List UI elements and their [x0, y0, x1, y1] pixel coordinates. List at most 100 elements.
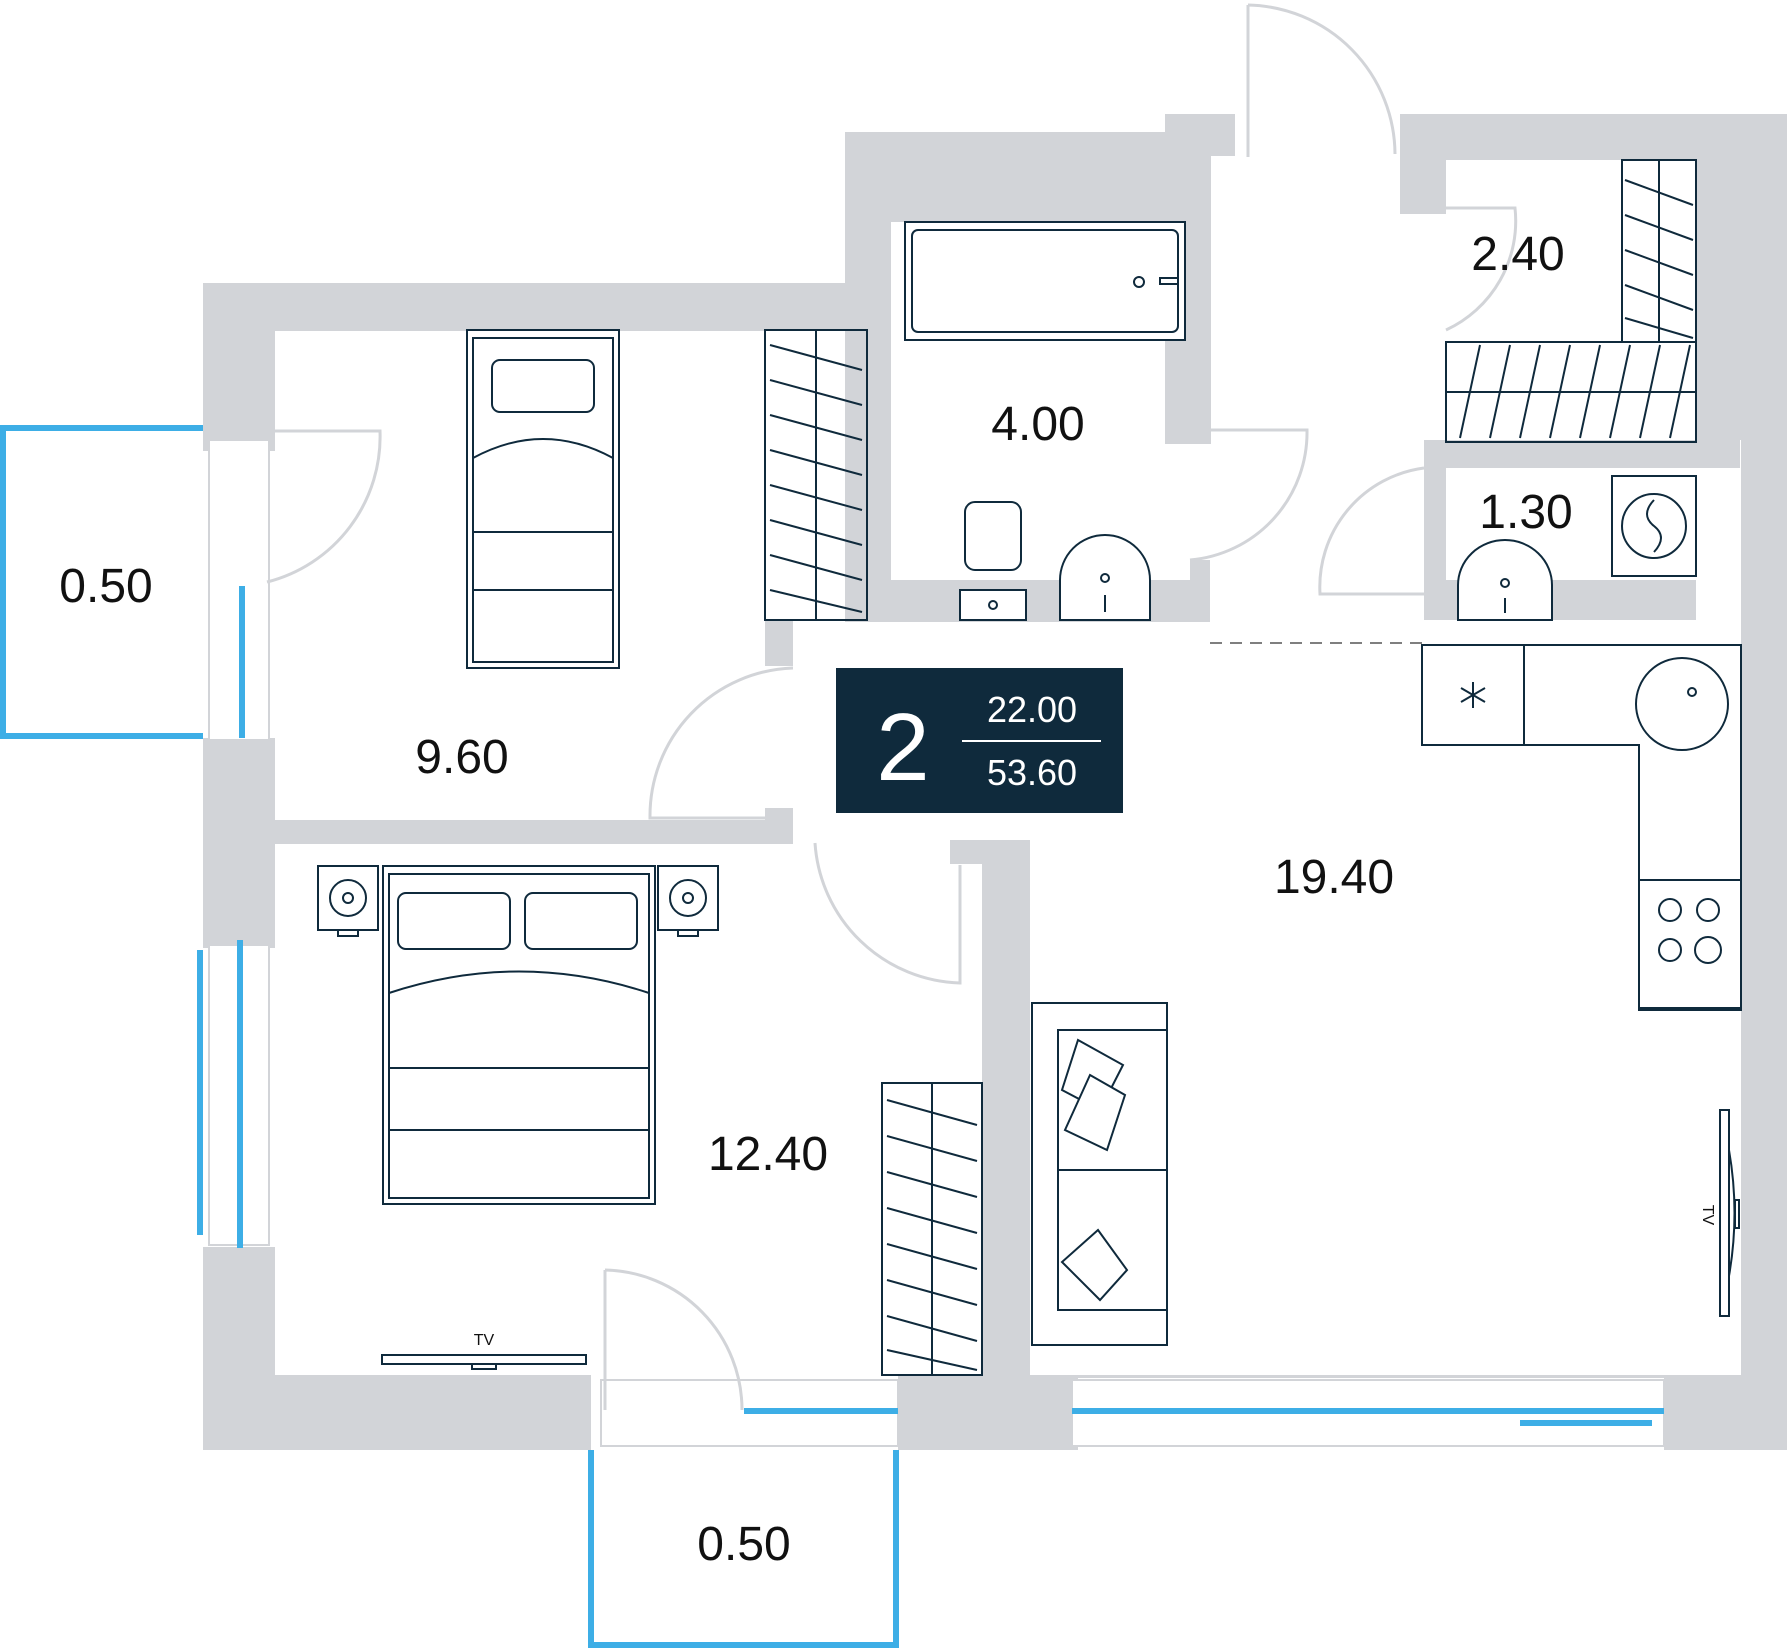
washing-machine-drum	[1621, 493, 1687, 559]
wc-area: 1.30	[1479, 486, 1572, 539]
cushion-3	[1060, 1228, 1129, 1302]
nightstand-right-leg	[677, 929, 699, 937]
toilet-bowl	[964, 501, 1022, 571]
burner-3	[1658, 938, 1682, 962]
sofa-seat-2	[1057, 1169, 1168, 1311]
kitchen-counter	[1523, 644, 1742, 1011]
wall-right	[1741, 114, 1787, 1450]
apartment-summary: 2 22.00 53.60	[836, 668, 1123, 813]
windows	[197, 439, 1665, 1447]
door-storage	[1445, 206, 1518, 332]
wall-corridor-top	[765, 620, 793, 666]
balcony-bottom-area: 0.50	[697, 1518, 790, 1571]
door-bedroom-small	[648, 666, 794, 820]
wall-bottom-mid2	[1030, 1375, 1072, 1450]
door-bathroom	[1189, 428, 1309, 562]
bathtub	[904, 221, 1186, 341]
wall-bottom-window-sill	[1072, 1375, 1664, 1378]
wall-storage-right	[1696, 160, 1741, 440]
balcony-bottom-outline	[588, 1450, 899, 1648]
wall-storage-left	[1400, 114, 1446, 214]
single-bed-pillow	[491, 359, 595, 413]
wall-top-bath	[845, 132, 1165, 222]
bathroom: 4.00	[904, 221, 1186, 621]
bathroom-sink-drain	[1100, 573, 1110, 583]
lamp-right	[669, 879, 707, 917]
double-bed	[382, 865, 656, 1205]
door-balcony-left	[266, 429, 382, 584]
nightstand-left-leg	[337, 929, 359, 937]
wall-wc-left	[1424, 440, 1446, 620]
wall-bottom-right	[1664, 1375, 1787, 1450]
walls	[203, 114, 1787, 1450]
toilet-tank	[959, 589, 1027, 621]
burner-4	[1694, 936, 1722, 964]
bathroom-sink	[1059, 534, 1151, 621]
burner-1	[1658, 898, 1682, 922]
wall-bedrooms-partition	[275, 820, 765, 844]
bedroom-tv	[381, 1354, 587, 1365]
wall-storage-wc	[1424, 440, 1740, 468]
wardrobe-small-hangers	[769, 344, 863, 613]
storage: 2.40	[1445, 159, 1697, 443]
burner-2	[1696, 898, 1720, 922]
total-area: 53.60	[987, 752, 1077, 793]
toilet-flush	[988, 600, 998, 610]
wc-sink-drain	[1500, 578, 1510, 588]
bedroom-small: 9.60	[415, 329, 868, 784]
double-bed-pillow-right	[524, 892, 638, 950]
double-bed-blanket-edge	[388, 970, 650, 994]
nightstand-right	[657, 865, 719, 931]
bedroom-tv-stand	[471, 1363, 497, 1370]
bedroom-large-area: 12.40	[708, 1128, 828, 1181]
wall-top-right	[1400, 114, 1787, 160]
room-count: 2	[876, 694, 929, 801]
bathroom-area: 4.00	[991, 398, 1084, 451]
nightstand-left	[317, 865, 379, 931]
storage-shelf-vertical-hatch	[1624, 179, 1694, 339]
balcony-left-outline	[0, 425, 203, 739]
door-entrance	[1246, 3, 1397, 157]
double-bed-frame	[388, 873, 650, 1199]
kitchen-living-area: 19.40	[1274, 851, 1394, 904]
door-wc	[1318, 466, 1446, 596]
wardrobe-large-hangers	[886, 1099, 978, 1371]
bedroom-large: 12.40 TV	[317, 865, 983, 1376]
wc: 1.30	[1457, 475, 1697, 621]
kitchen-sink-drain	[1687, 687, 1697, 697]
wall-bottom-left	[203, 1375, 591, 1450]
kitchen-living: 19.40 TV	[1031, 644, 1742, 1346]
balconies: 0.50 0.50	[0, 425, 899, 1648]
wall-corridor-mid	[765, 808, 793, 844]
wall-left-mid	[203, 738, 275, 948]
door-balcony-bottom	[603, 1268, 744, 1411]
bedroom-small-area: 9.60	[415, 731, 508, 784]
bathtub-drain	[1133, 276, 1145, 288]
cushion-2	[1063, 1073, 1127, 1152]
bedroom-tv-label: TV	[474, 1332, 495, 1349]
lamp-left	[329, 879, 367, 917]
lamp-left-center	[342, 892, 354, 904]
storage-shelf-horizontal-hatch	[1459, 344, 1691, 439]
washing-machine-swirl	[1646, 499, 1662, 553]
living-tv-stand	[1734, 1199, 1740, 1229]
living-area: 22.00	[987, 689, 1077, 730]
balcony-left-area: 0.50	[59, 560, 152, 613]
wall-bath-bottom	[845, 580, 1210, 622]
kitchen-sink	[1635, 657, 1729, 751]
bathtub-tap	[1159, 277, 1179, 285]
doors	[266, 3, 1518, 1411]
stove	[1638, 879, 1742, 1011]
single-bed-frame	[472, 337, 614, 663]
living-tv-label: TV	[1699, 1205, 1716, 1226]
wall-bedroom-living	[982, 840, 1030, 1375]
lamp-right-center	[682, 892, 694, 904]
double-bed-pillow-left	[397, 892, 511, 950]
wall-top-bedroom	[203, 283, 845, 331]
door-bedroom-large	[813, 842, 962, 985]
single-bed	[466, 329, 620, 669]
single-bed-blanket-edge	[472, 438, 614, 459]
snowflake-icon	[1460, 682, 1486, 708]
wall-bath-bottom-right	[1190, 560, 1210, 622]
